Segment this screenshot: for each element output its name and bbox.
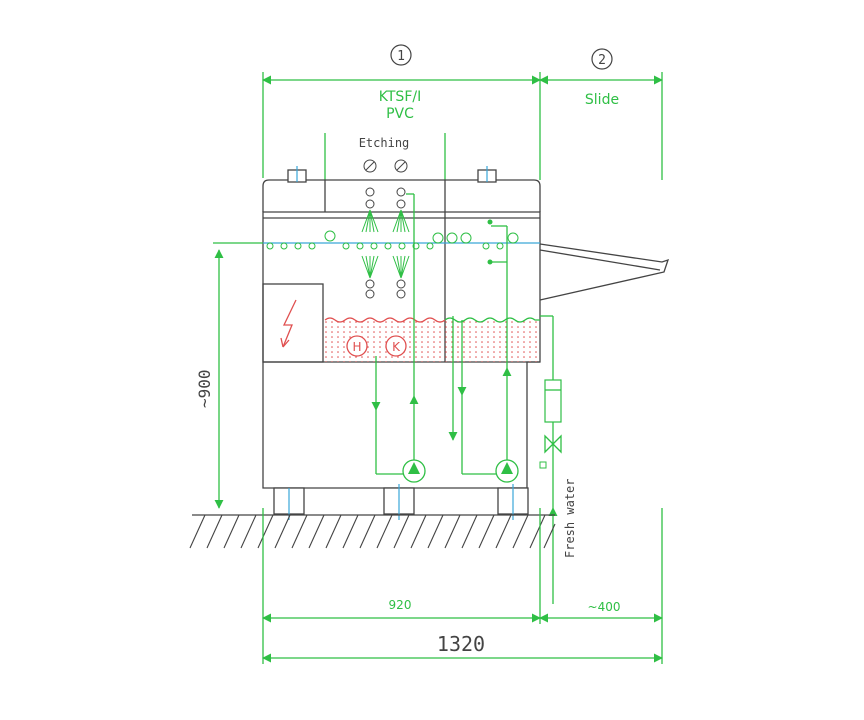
width-total-label: 1320 [437, 632, 485, 656]
model-label-line1: KTSF/I [379, 89, 421, 105]
height-label: ~900 [195, 369, 214, 408]
section-2-label: 2 [598, 53, 606, 68]
model-label-line2: PVC [386, 106, 414, 122]
top-dimensions [262, 72, 663, 180]
width-main-label: 920 [389, 598, 412, 612]
section-marker-1: 1 [390, 44, 412, 66]
section-marker-2: 2 [591, 48, 613, 70]
fresh-water-label: Fresh water [563, 479, 577, 558]
width-slide-label: ~400 [588, 600, 621, 614]
bottom-dimensions [262, 508, 663, 664]
heater-icon: H [346, 335, 368, 357]
pump-left-icon [402, 459, 426, 483]
transport-line [263, 230, 540, 250]
height-dimension [213, 242, 263, 509]
slide-label: Slide [585, 92, 619, 108]
machine-body [262, 169, 541, 515]
fresh-water-supply [539, 315, 562, 604]
outlet-slide [539, 243, 670, 301]
cooler-icon: K [385, 335, 407, 357]
circulation-pipes [371, 193, 512, 475]
floor [189, 514, 556, 549]
pump-right-icon [495, 459, 519, 483]
etching-label: Etching [359, 136, 410, 150]
section-1-label: 1 [397, 49, 405, 64]
spray-nozzles [361, 159, 410, 299]
cooler-label: K [392, 340, 401, 354]
electrical-hazard-icon [280, 299, 297, 348]
heater-label: H [352, 340, 361, 354]
